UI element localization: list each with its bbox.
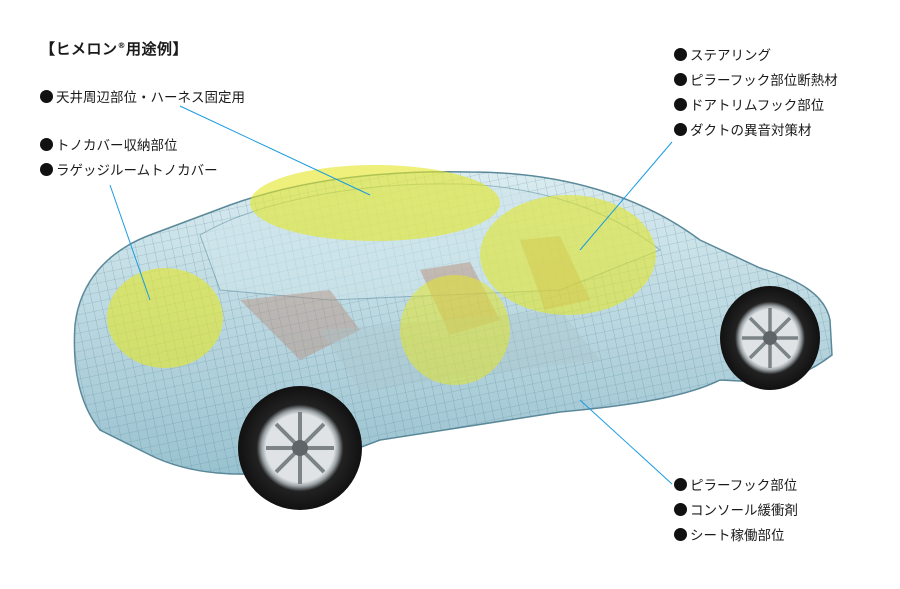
usage-item: ダクトの異音対策材 [674,119,838,144]
bullet-icon [674,98,687,111]
usage-item-label: ドアトリムフック部位 [690,98,825,114]
usage-item: ドアトリムフック部位 [674,94,838,119]
usage-item: ステアリング [674,44,838,69]
bullet-icon [674,73,687,86]
zone-roof [250,165,500,241]
usage-group-floor: ピラーフック部位 コンソール緩衝剤 シート稼働部位 [674,474,798,549]
bullet-icon [674,478,687,491]
rear-wheel [238,386,362,510]
bullet-icon [40,163,53,176]
usage-item: シート稼働部位 [674,524,798,549]
usage-group-roof: 天井周辺部位・ハーネス固定用 [40,86,245,111]
usage-item: トノカバー収納部位 [40,134,218,159]
leader-roof [179,105,371,196]
page-title: 【ヒメロン®用途例】 [40,38,188,59]
registered-mark: ® [117,41,127,50]
usage-item-label: 天井周辺部位・ハーネス固定用 [56,90,245,106]
bullet-icon [674,123,687,136]
usage-item-label: シート稼働部位 [690,528,785,544]
bullet-icon [674,528,687,541]
title-rest: 用途例】 [126,40,189,58]
usage-item: コンソール緩衝剤 [674,499,798,524]
usage-item-label: ピラーフック部位 [690,478,798,494]
usage-item-label: ピラーフック部位断熱材 [690,73,838,89]
leader-trunk [109,184,151,301]
usage-item-label: ラゲッジルームトノカバー [56,163,218,179]
bullet-icon [40,138,53,151]
zone-seat [400,275,510,385]
usage-item-label: コンソール緩衝剤 [690,503,798,519]
usage-item-label: ステアリング [690,48,771,64]
usage-item: ピラーフック部位 [674,474,798,499]
leader-lines [109,105,673,485]
usage-item-label: ダクトの異音対策材 [690,123,812,139]
usage-item: ラゲッジルームトノカバー [40,159,218,184]
zone-trunk [107,268,223,368]
highlight-zones [107,165,656,385]
usage-item-label: トノカバー収納部位 [56,138,178,154]
usage-group-trunk: トノカバー収納部位 ラゲッジルームトノカバー [40,134,218,184]
leader-front [579,141,673,251]
front-wheel [720,286,820,390]
usage-group-front: ステアリング ピラーフック部位断熱材 ドアトリムフック部位 ダクトの異音対策材 [674,44,838,144]
usage-item: ピラーフック部位断熱材 [674,69,838,94]
bullet-icon [674,48,687,61]
zone-steering [480,195,656,315]
leader-floor [579,399,673,485]
title-main: 【ヒメロン [40,40,118,58]
bullet-icon [40,90,53,103]
usage-item: 天井周辺部位・ハーネス固定用 [40,86,245,111]
bullet-icon [674,503,687,516]
